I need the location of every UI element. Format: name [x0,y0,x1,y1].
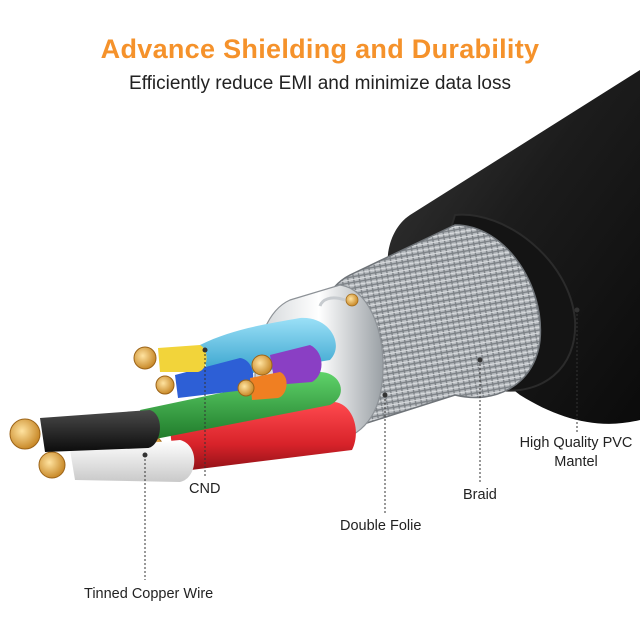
callout-pvc-line1: High Quality PVC [519,435,633,451]
callout-tinned-copper-wire: Tinned Copper Wire [84,586,214,602]
wire-white [38,440,195,482]
page-subtitle: Efficiently reduce EMI and minimize data… [129,73,511,94]
wire-blue [155,358,254,398]
callout-pvc-mantel: High Quality PVC Mantel [508,434,640,472]
callout-double-folie: Double Folie [340,518,422,534]
braid-strand-bundle [318,293,359,307]
wire-black [9,410,160,452]
page-title: Advance Shielding and Durability [100,34,540,64]
callout-pvc-line2: Mantel [554,454,598,470]
callout-braid: Braid [463,487,497,503]
callout-cnd: CND [189,481,221,497]
wire-yellow [133,345,207,372]
wire-orange [237,372,287,400]
